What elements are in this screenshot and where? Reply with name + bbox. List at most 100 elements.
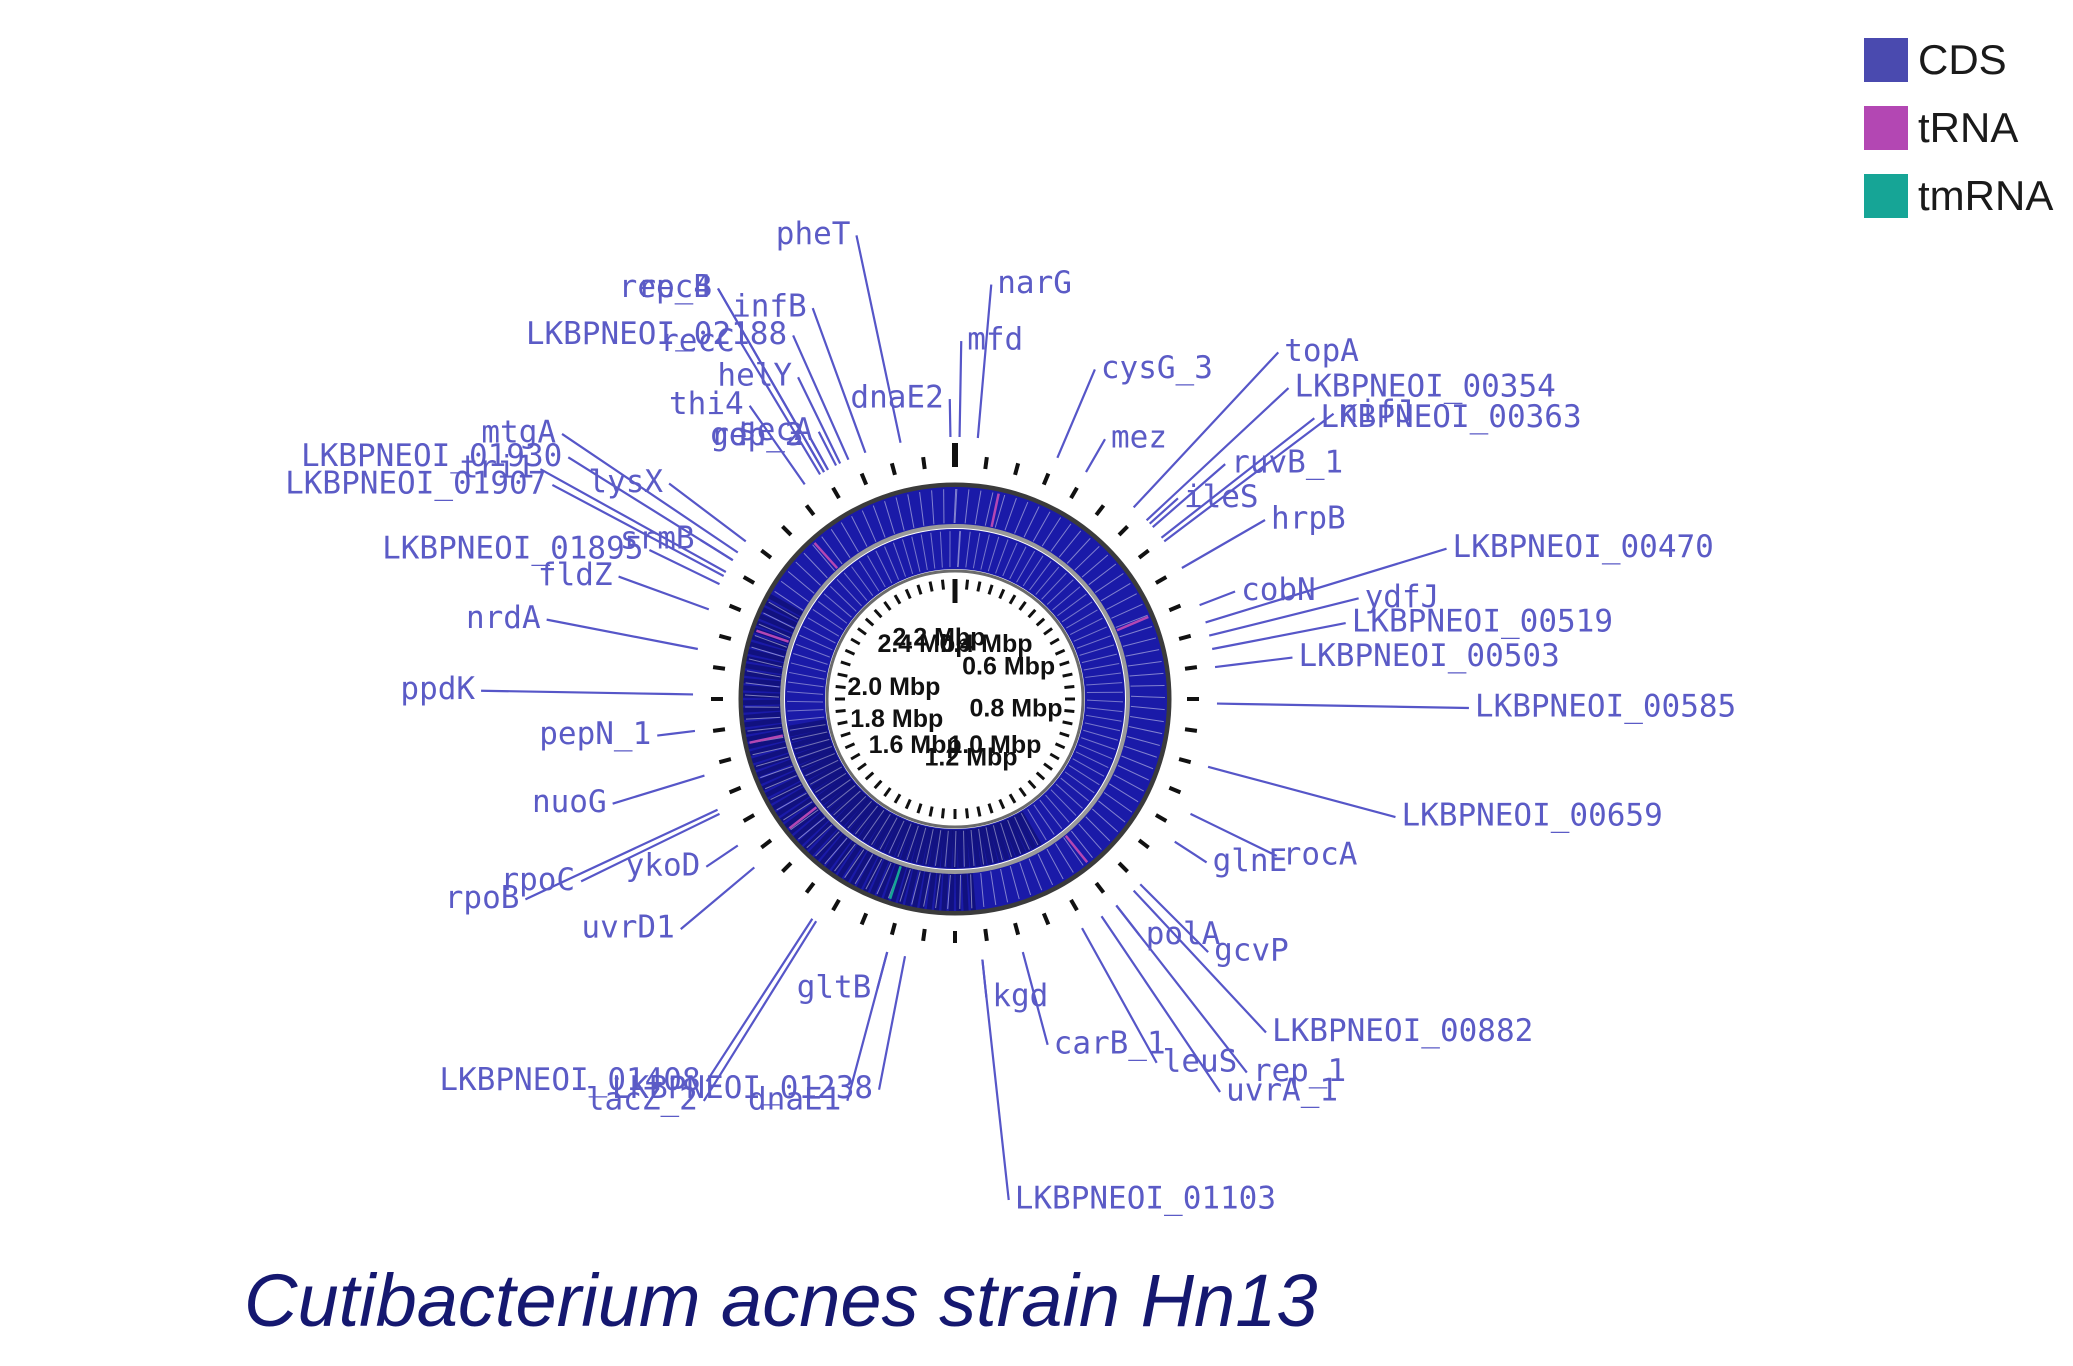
gene-label: LKBPNEOI_00882 bbox=[1272, 1013, 1533, 1049]
leader-line bbox=[1057, 369, 1095, 457]
feature-stripe bbox=[958, 874, 959, 911]
inner-tick bbox=[1064, 710, 1074, 711]
outer-tick bbox=[833, 488, 839, 498]
gene-label: ileS bbox=[1184, 479, 1259, 515]
gene-label: cobN bbox=[1241, 572, 1316, 608]
feature-gap bbox=[1131, 685, 1165, 686]
leader-line bbox=[1182, 520, 1265, 568]
legend-label: tRNA bbox=[1918, 104, 2018, 151]
gene-label: gcvP bbox=[1214, 933, 1289, 969]
gene-label: glnE bbox=[1213, 843, 1288, 879]
gene-label: rpoB bbox=[445, 880, 520, 916]
gene-label: rep_1 bbox=[1253, 1053, 1346, 1089]
outer-tick bbox=[1139, 550, 1149, 557]
leader-line bbox=[960, 341, 962, 437]
gene-label: rocA bbox=[1283, 836, 1358, 872]
gene-label: infB bbox=[732, 289, 807, 325]
gene-label: uvrD1 bbox=[581, 910, 674, 946]
gene-label: LKBPNEOI_00354 bbox=[1294, 369, 1555, 405]
outer-tick bbox=[713, 667, 725, 669]
inner-tick bbox=[1063, 722, 1073, 724]
legend-swatch bbox=[1864, 174, 1908, 218]
leader-line bbox=[706, 846, 738, 867]
outer-tick bbox=[1139, 840, 1149, 847]
gene-label: pepN_1 bbox=[539, 716, 651, 752]
outer-tick bbox=[719, 636, 731, 639]
gene-label: recB bbox=[637, 269, 712, 305]
gene-label: polA bbox=[1146, 916, 1221, 952]
outer-tick bbox=[713, 729, 725, 731]
gene-label: ruvB_1 bbox=[1231, 445, 1343, 481]
gene-label: lysX bbox=[588, 464, 663, 500]
feature-gap bbox=[787, 701, 823, 702]
outer-tick bbox=[730, 606, 741, 611]
gene-label: hrpB bbox=[1271, 501, 1346, 537]
leader-line bbox=[879, 956, 905, 1090]
feature-stripe bbox=[949, 830, 950, 868]
outer-tick bbox=[892, 463, 895, 475]
gene-label: ykoD bbox=[626, 847, 701, 883]
leader-line bbox=[1215, 658, 1292, 668]
outer-tick bbox=[1044, 913, 1049, 924]
gene-label: pheT bbox=[776, 216, 851, 252]
legend-label: tmRNA bbox=[1918, 172, 2053, 219]
outer-tick bbox=[1179, 759, 1191, 762]
gene-label: LKBPNEOI_00585 bbox=[1475, 688, 1736, 724]
leader-line bbox=[613, 776, 705, 804]
feature-stripe bbox=[960, 830, 961, 868]
mbp-label: 0.8 Mbp bbox=[970, 694, 1063, 722]
feature-stripe bbox=[964, 874, 966, 911]
gene-label: mfd bbox=[967, 322, 1023, 358]
gene-label: LKBPNEOI_01103 bbox=[1015, 1181, 1276, 1217]
outer-tick bbox=[1044, 474, 1049, 485]
feature-stripe bbox=[944, 874, 946, 911]
inner-tick bbox=[1063, 674, 1073, 676]
leader-line bbox=[982, 960, 986, 998]
mbp-label: 1.8 Mbp bbox=[850, 705, 943, 733]
gene-label: kgd bbox=[992, 978, 1048, 1014]
outer-tick bbox=[1071, 900, 1077, 910]
outer-tick bbox=[892, 923, 895, 935]
leader-line bbox=[1086, 439, 1105, 472]
mbp-label: 1.2 Mbp bbox=[925, 743, 1018, 771]
inner-tick bbox=[978, 582, 980, 592]
gene-label: cysG_3 bbox=[1101, 350, 1213, 386]
leader-line bbox=[1217, 704, 1469, 708]
legend-swatch bbox=[1864, 106, 1908, 150]
outer-tick bbox=[1119, 526, 1127, 534]
outer-tick bbox=[1096, 505, 1103, 515]
leader-line bbox=[1150, 498, 1178, 523]
inner-tick bbox=[930, 582, 932, 592]
gene-label: recC bbox=[660, 323, 735, 359]
gene-label: nrdA bbox=[466, 600, 541, 636]
legend-swatch bbox=[1864, 38, 1908, 82]
inner-tick bbox=[930, 807, 932, 817]
outer-tick bbox=[985, 929, 987, 941]
outer-tick bbox=[1169, 788, 1180, 793]
outer-tick bbox=[1169, 606, 1180, 611]
leader-line bbox=[701, 540, 733, 560]
leader-line bbox=[619, 577, 709, 610]
leader-line bbox=[1175, 842, 1207, 863]
outer-tick bbox=[1185, 729, 1197, 731]
inner-tick bbox=[942, 808, 943, 818]
gene-label: carB_1 bbox=[1054, 1025, 1166, 1061]
feature-stripe bbox=[743, 702, 780, 703]
gene-label: srmB bbox=[620, 521, 695, 557]
genome-title: Cutibacterium acnes strain Hn13 bbox=[244, 1258, 1318, 1343]
outer-tick bbox=[782, 863, 790, 871]
gene-label: ydfJ bbox=[1365, 579, 1440, 615]
leader-line bbox=[657, 731, 695, 736]
inner-tick bbox=[838, 722, 848, 724]
leader-line bbox=[547, 620, 698, 649]
gene-label: topA bbox=[1284, 333, 1359, 369]
outer-tick bbox=[1119, 863, 1127, 871]
outer-tick bbox=[782, 526, 790, 534]
outer-tick bbox=[806, 505, 813, 515]
gene-label: dnaE2 bbox=[850, 380, 943, 416]
feature-stripe bbox=[744, 714, 781, 717]
feature-stripe bbox=[951, 874, 952, 911]
leader-line bbox=[1208, 767, 1395, 817]
